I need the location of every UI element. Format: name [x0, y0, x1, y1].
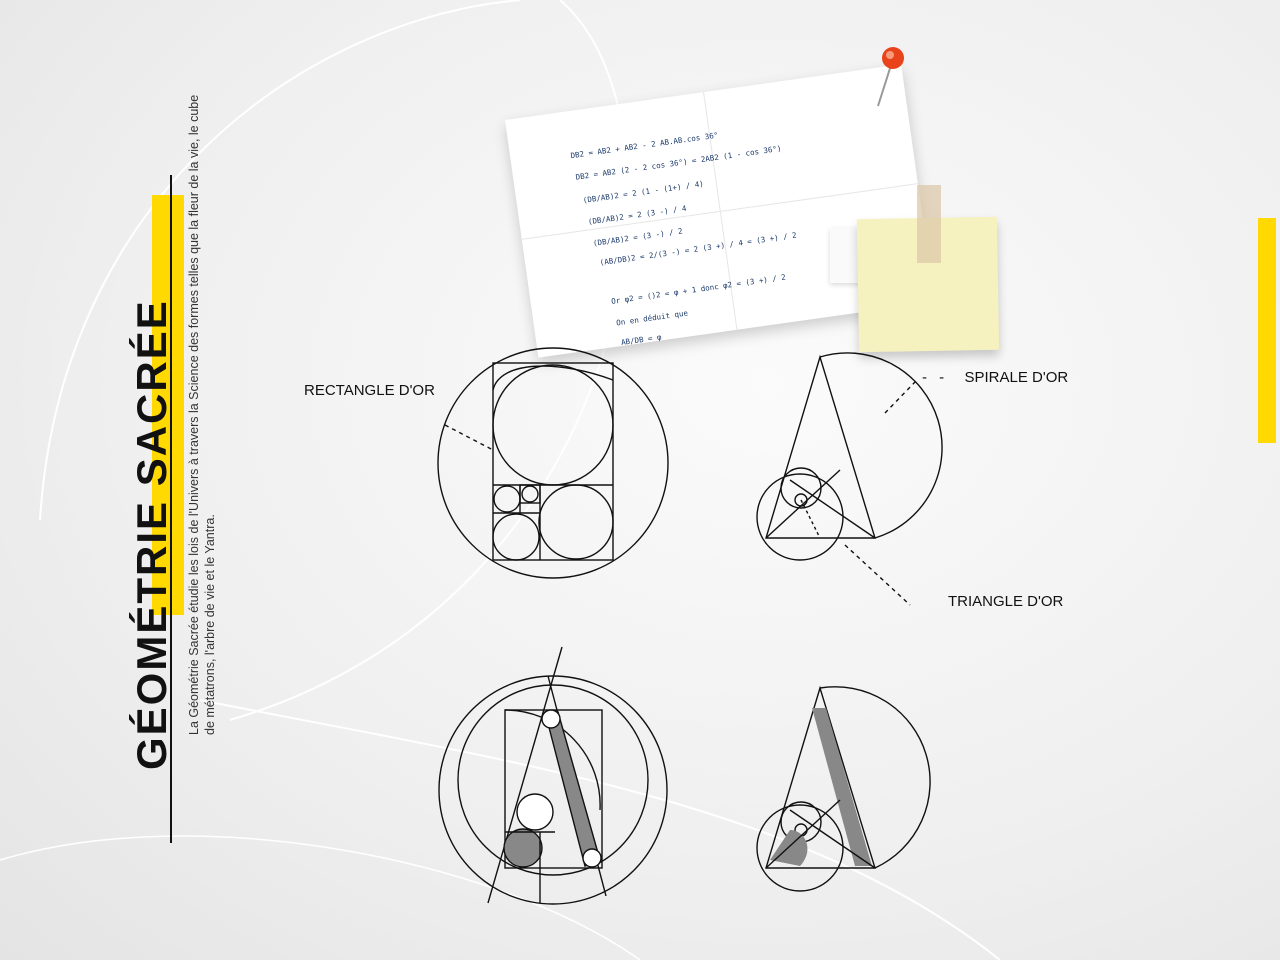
label-spirale-text: SPIRALE D'OR — [964, 369, 1069, 386]
yellow-brush-stroke — [152, 195, 184, 615]
golden-triangle-analysis — [756, 685, 931, 892]
divider-line — [170, 175, 172, 843]
push-pin-icon — [877, 47, 904, 107]
tape — [917, 185, 941, 263]
label-rectangle-dor: RECTANGLE D'OR — [304, 382, 435, 399]
label-triangle-dor: TRIANGLE D'OR — [948, 593, 1064, 610]
golden-spiral-diagram — [756, 352, 943, 606]
yellow-brush-stroke-right — [1258, 218, 1276, 443]
label-spirale-dor: - - SPIRALE D'OR — [922, 369, 1069, 386]
golden-rectangle-analysis — [438, 646, 668, 905]
golden-rectangle-diagram — [437, 347, 669, 579]
